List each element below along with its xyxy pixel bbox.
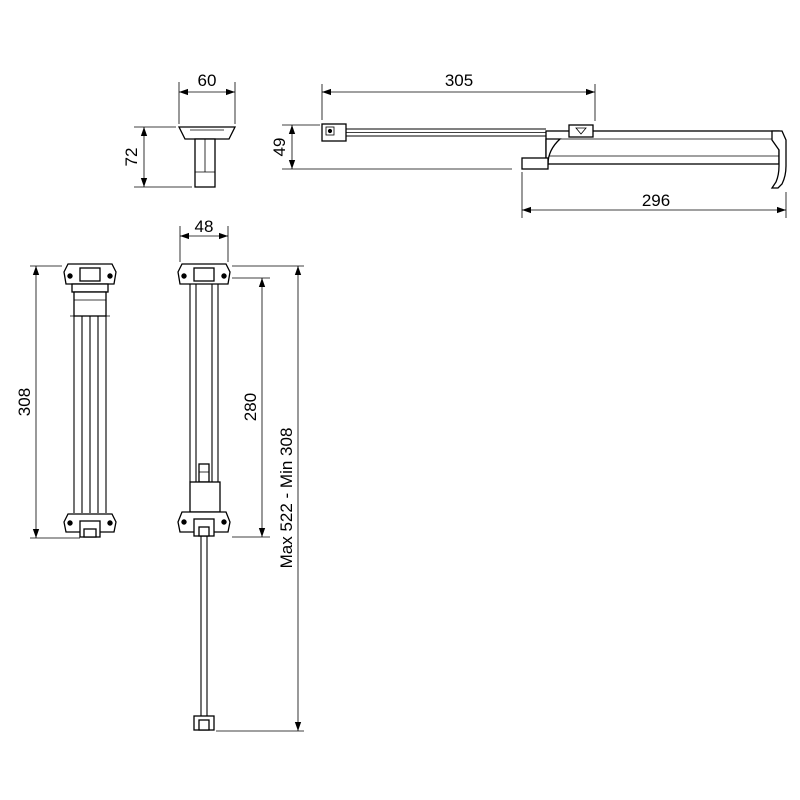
dimension-72-label: 72 (122, 148, 141, 167)
dimension-280-label: 280 (241, 393, 260, 421)
side-view (321, 123, 787, 189)
dimension-48-label: 48 (195, 217, 214, 236)
dimension-49: 49 (270, 124, 512, 170)
dimension-305: 305 (321, 71, 596, 121)
dimension-72: 72 (122, 126, 192, 188)
end-view (177, 126, 237, 188)
dimension-308: 308 (15, 265, 80, 539)
dimension-296-label: 296 (642, 191, 670, 210)
dimension-49-label: 49 (270, 138, 289, 157)
front-view-extended (177, 263, 231, 731)
dimension-305-label: 305 (445, 71, 473, 90)
dimension-60-label: 60 (198, 71, 217, 90)
dimension-60: 60 (178, 71, 236, 124)
dimension-extension-label: Max 522 - Min 308 (277, 428, 296, 569)
dimension-308-label: 308 (15, 388, 34, 416)
dimension-extension: Max 522 - Min 308 (216, 265, 304, 732)
dimension-296: 296 (521, 172, 787, 218)
dimension-48: 48 (179, 217, 229, 262)
front-view-retracted (63, 263, 117, 538)
dimension-280: 280 (232, 277, 270, 538)
